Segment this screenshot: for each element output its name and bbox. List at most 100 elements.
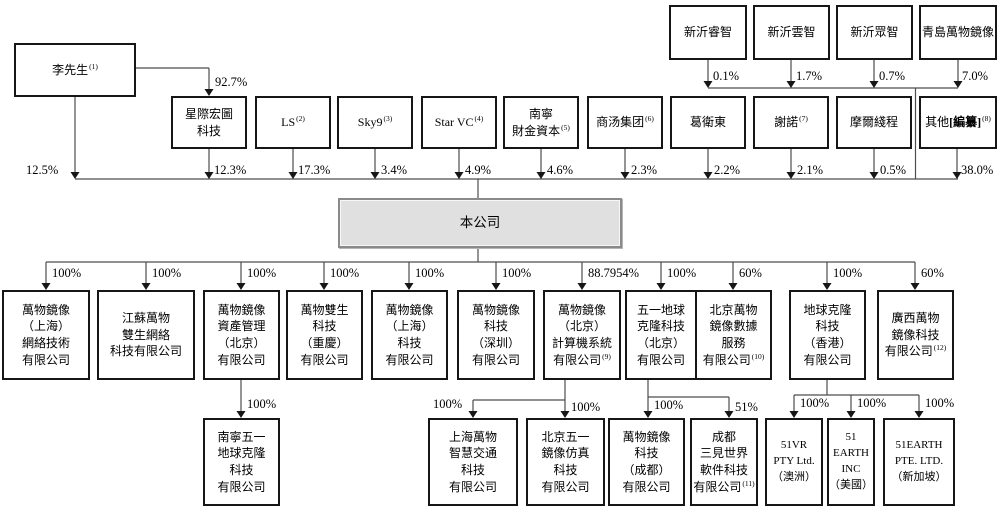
arrow-heads: [41, 81, 963, 418]
pct-star-vc: 4.9%: [465, 163, 492, 177]
pct-xingji: 12.3%: [214, 163, 247, 177]
xie-nuo-label: 謝諾: [774, 115, 799, 130]
pct-51vr-pty: 100%: [800, 396, 830, 410]
box-beijing-51-simulation: 北京五一 鏡像仿真 科技 有限公司: [526, 418, 605, 506]
nanning-51-label: 南寧五一 地球克隆 科技 有限公司: [217, 429, 266, 494]
51vr-pty-label: 51VR PTY Ltd. （澳洲）: [772, 439, 816, 483]
pct-sky9: 3.4%: [381, 163, 408, 177]
box-xinyi-zhongzhi: 新沂眾智: [836, 5, 913, 60]
pct-xinyi-yunzhi: 1.7%: [796, 69, 823, 83]
nanning-caijin-note: (5): [561, 122, 570, 132]
moore-threads-label: 摩爾綫程: [849, 115, 898, 130]
pct-wanwu-shenzhen: 100%: [502, 266, 532, 280]
pct-guangxi-wanwu: 60%: [921, 266, 944, 280]
box-wanwu-shanghai-network: 萬物鏡像 （上海） 網絡技術 有限公司: [2, 290, 90, 380]
mr-li-label: 李先生: [52, 62, 89, 77]
box-beijing-wanwu-data: 北京萬物 鏡像數據 服務 有限公司(10): [695, 290, 772, 380]
box-wanwu-asset-beijing: 萬物鏡像 資產管理 （北京） 有限公司: [203, 290, 280, 380]
pct-wanwu-asset-beijing: 100%: [247, 266, 277, 280]
xinyi-ruizhi-label: 新沂睿智: [683, 25, 732, 40]
ge-weidong-label: 葛衛東: [689, 115, 726, 130]
sky9-note: (3): [383, 114, 393, 124]
chengdu-sanjian-label: 成都 三見世界 軟件科技 有限公司: [693, 429, 748, 494]
box-51earth-pte: 51EARTH PTE. LTD. （新加坡）: [883, 418, 955, 506]
box-51-earth-inc: 51 EARTH INC （美國）: [827, 418, 875, 506]
nanning-caijin-label: 南寧 財金資本: [512, 106, 561, 138]
wanwu-beijing-computer-note: (9): [602, 351, 611, 361]
box-wanwu-chengdu: 萬物鏡像 科技 （成都） 有限公司: [608, 418, 685, 506]
xie-nuo-note: (7): [799, 114, 808, 124]
sky9-label: Sky9: [357, 115, 383, 130]
mr-li-note: (1): [89, 61, 98, 71]
xinyi-zhongzhi-label: 新沂眾智: [850, 25, 899, 40]
box-sky9: Sky9(3): [337, 96, 413, 149]
pct-beijing-51-simulation: 100%: [571, 400, 601, 414]
pct-others: 38.0%: [961, 163, 994, 177]
pct-wanwu-shanghai-tech: 100%: [415, 266, 445, 280]
box-nanning-caijin: 南寧 財金資本(5): [503, 96, 579, 149]
box-wanwu-shanghai-tech: 萬物鏡像 （上海） 科技 有限公司: [371, 290, 448, 380]
pct-jiangsu-wanwu: 100%: [152, 266, 182, 280]
51earth-pte-label: 51EARTH PTE. LTD. （新加坡）: [891, 439, 947, 483]
box-chengdu-sanjian: 成都 三見世界 軟件科技 有限公司(11): [690, 418, 758, 506]
others-note: (8): [982, 114, 991, 124]
edge-lines: [45, 60, 959, 412]
box-shanghai-smart-traffic: 上海萬物 智慧交通 科技 有限公司: [428, 418, 518, 506]
pct-founder-direct: 12.5%: [26, 163, 59, 177]
pct-shangtang: 2.3%: [631, 163, 658, 177]
pct-xie-nuo: 2.1%: [797, 163, 824, 177]
guangxi-wanwu-label: 廣西萬物 鏡像科技 有限公司: [884, 311, 940, 359]
box-others-redacted: 其他[編纂](8): [919, 96, 997, 149]
box-moore-threads: 摩爾綫程: [836, 96, 912, 149]
box-xinyi-yunzhi: 新沂雲智: [753, 5, 830, 60]
guangxi-wanwu-note: (12): [933, 343, 947, 353]
box-nanning-51-earth-clone: 南寧五一 地球克隆 科技 有限公司: [203, 418, 280, 506]
pct-xinyi-zhongzhi: 0.7%: [879, 69, 906, 83]
51-earth-inc-label: 51 EARTH INC （美國）: [829, 431, 873, 491]
box-star-vc: Star VC(4): [421, 96, 497, 149]
box-51-earth-clone-beijing: 五一地球 克隆科技 （北京） 有限公司: [625, 290, 697, 380]
pct-chengdu-sanjian: 51%: [735, 400, 758, 414]
box-guangxi-wanwu: 廣西萬物 鏡像科技 有限公司(12): [877, 290, 954, 380]
chengdu-sanjian-note: (11): [742, 478, 755, 488]
wanwu-shanghai-tech-label: 萬物鏡像 （上海） 科技 有限公司: [385, 302, 434, 367]
star-vc-note: (4): [474, 114, 484, 124]
pct-51-earth-inc: 100%: [857, 396, 887, 410]
ls-label: LS: [281, 115, 296, 130]
pct-founder-to-xingji: 92.7%: [215, 75, 248, 89]
star-vc-label: Star VC: [434, 115, 474, 130]
box-earth-clone-hk: 地球克隆 科技 （香港） 有限公司: [789, 290, 866, 380]
box-wanwu-shenzhen: 萬物鏡像 科技 （深圳） 有限公司: [457, 290, 535, 380]
others-label: 其他: [925, 115, 950, 130]
jiangsu-wanwu-label: 江蘇萬物 雙生網絡 科技有限公司: [109, 311, 182, 359]
box-wanwu-chongqing: 萬物雙生 科技 （重慶） 有限公司: [286, 290, 363, 380]
wanwu-shanghai-network-label: 萬物鏡像 （上海） 網絡技術 有限公司: [21, 302, 70, 367]
pct-beijing-wanwu-data: 60%: [739, 266, 762, 280]
shangtang-label: 商汤集团: [596, 115, 645, 130]
box-xie-nuo: 謝諾(7): [753, 96, 829, 149]
pct-ge-weidong: 2.2%: [714, 163, 741, 177]
pct-nanning-caijin: 4.6%: [547, 163, 574, 177]
pct-qingdao-wanwu: 7.0%: [962, 69, 989, 83]
box-mr-li: 李先生(1): [14, 43, 136, 97]
box-qingdao-wanwu: 青島萬物鏡像: [919, 5, 997, 60]
box-shangtang: 商汤集团(6): [587, 96, 663, 149]
earth-clone-hk-label: 地球克隆 科技 （香港） 有限公司: [803, 302, 852, 367]
pct-nanning-51: 100%: [247, 397, 277, 411]
box-xingji-hongtu: 星際宏圖 科技: [171, 96, 247, 149]
pct-ls: 17.3%: [298, 163, 331, 177]
wanwu-chengdu-label: 萬物鏡像 科技 （成都） 有限公司: [622, 429, 671, 494]
wanwu-asset-beijing-label: 萬物鏡像 資產管理 （北京） 有限公司: [217, 302, 266, 367]
wanwu-chongqing-label: 萬物雙生 科技 （重慶） 有限公司: [300, 302, 349, 367]
box-ls: LS(2): [255, 96, 331, 149]
xingji-label: 星際宏圖 科技: [184, 106, 233, 138]
wanwu-shenzhen-label: 萬物鏡像 科技 （深圳） 有限公司: [471, 302, 520, 367]
shanghai-smart-traffic-label: 上海萬物 智慧交通 科技 有限公司: [448, 429, 497, 494]
earth-clone-beijing-label: 五一地球 克隆科技 （北京） 有限公司: [636, 302, 685, 367]
company-label: 本公司: [459, 214, 501, 230]
pct-wanwu-chengdu: 100%: [654, 398, 684, 412]
box-company: 本公司: [338, 198, 622, 248]
pct-xinyi-ruizhi: 0.1%: [713, 69, 740, 83]
